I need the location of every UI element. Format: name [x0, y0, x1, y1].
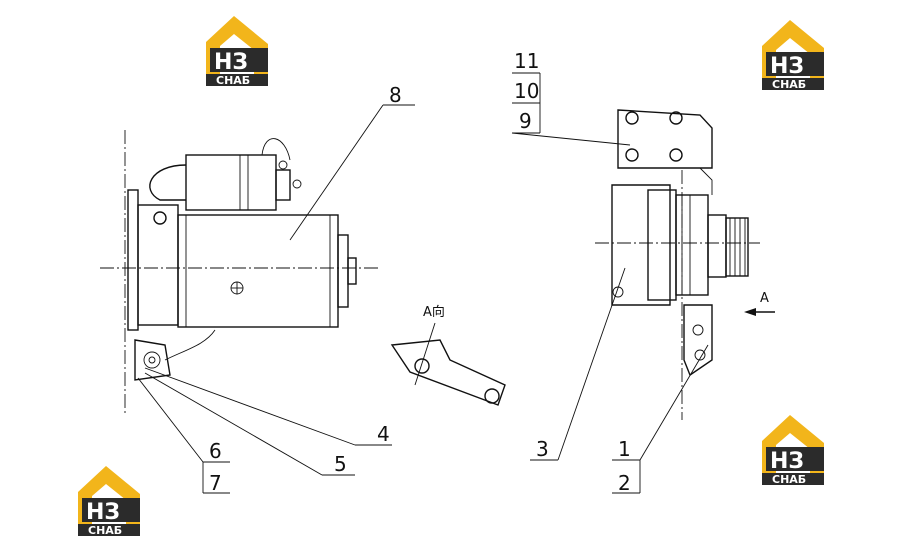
logo-bottom-right: НЗ СНАБ — [762, 415, 824, 486]
callout-6: 6 — [209, 439, 222, 463]
logo-top-left: НЗ СНАБ — [206, 16, 268, 87]
callout-4: 4 — [377, 422, 390, 446]
logo-caption: СНАБ — [772, 473, 806, 486]
alternator-assembly: A — [595, 109, 775, 420]
label-a-arrow: A — [760, 291, 769, 306]
callout-8: 8 — [389, 83, 402, 107]
logo-caption: СНАБ — [216, 74, 250, 87]
callout-1: 1 — [618, 437, 631, 461]
logo-mark: НЗ — [214, 50, 248, 75]
callout-10: 10 — [514, 79, 539, 103]
callout-labels: 8 11 10 9 3 1 2 4 5 6 7 — [209, 49, 631, 495]
logo-caption: СНАБ — [772, 78, 806, 91]
logo-mark: НЗ — [770, 54, 804, 79]
starter-assembly — [100, 130, 378, 415]
label-a-view: A向 — [423, 304, 445, 320]
callout-11: 11 — [514, 49, 539, 73]
section-a-view: A向 — [390, 304, 506, 406]
logo-top-right: НЗ СНАБ — [762, 20, 824, 91]
callout-5: 5 — [334, 452, 347, 476]
callout-7: 7 — [209, 471, 222, 495]
logo-mark: НЗ — [86, 500, 120, 525]
logo-caption: СНАБ — [88, 524, 122, 537]
callout-9: 9 — [519, 109, 532, 133]
logo-bottom-left: НЗ СНАБ — [78, 466, 140, 537]
leader-lines — [137, 72, 709, 494]
callout-3: 3 — [536, 437, 549, 461]
callout-2: 2 — [618, 471, 631, 495]
logo-mark: НЗ — [770, 449, 804, 474]
